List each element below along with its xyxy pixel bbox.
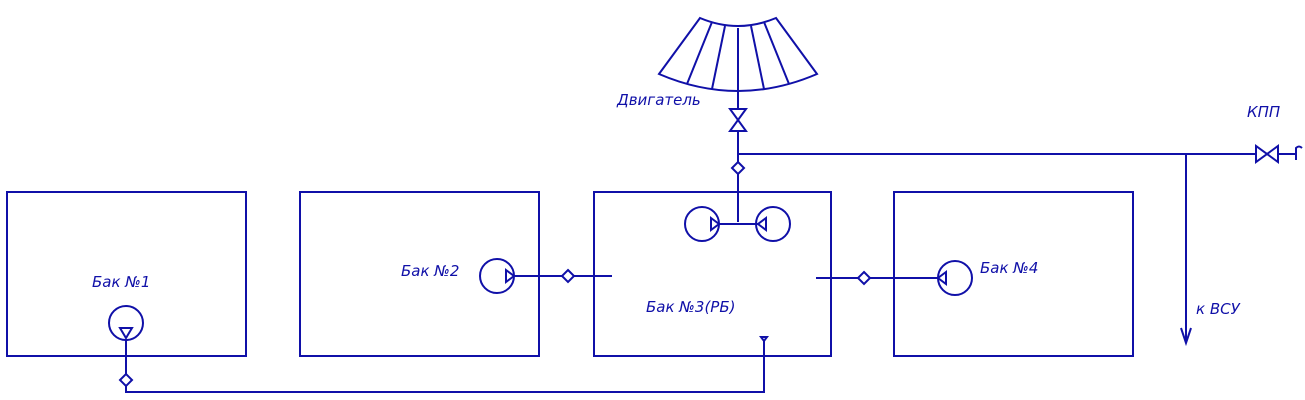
tank1-transfer-line [125, 338, 765, 393]
engine-check-valve-icon [730, 160, 746, 176]
tank2-pump-icon [479, 258, 516, 294]
tank4-pump-icon [936, 260, 973, 296]
gearbox-valve-icon [1255, 144, 1279, 164]
tank-3 [593, 191, 832, 357]
tank3-pump-right-icon [755, 206, 791, 242]
engine-label: Двигатель [616, 91, 701, 109]
tank1-label: Бак №1 [92, 273, 150, 291]
tank3-inlet-icon [759, 336, 769, 343]
gearbox-label: КПП [1247, 103, 1280, 121]
apu-label: к ВСУ [1196, 300, 1241, 318]
tank4-check-valve-icon [856, 270, 872, 286]
engine-fan-icon [657, 16, 819, 92]
tank3-pump-left-icon [684, 206, 721, 242]
tank2-label: Бак №2 [401, 262, 459, 280]
tank2-check-valve-icon [560, 268, 576, 284]
tank1-pump-icon [108, 305, 144, 341]
tank1-check-valve-icon [118, 372, 134, 388]
tank4-label: Бак №4 [980, 259, 1038, 277]
engine-valve-icon [728, 108, 748, 132]
tank-4 [893, 191, 1134, 357]
apu-arrow-icon [1180, 327, 1192, 347]
tank3-label: Бак №3(РБ) [646, 298, 736, 316]
tank-2 [299, 191, 540, 357]
gearbox-outlet-icon [1295, 145, 1303, 160]
